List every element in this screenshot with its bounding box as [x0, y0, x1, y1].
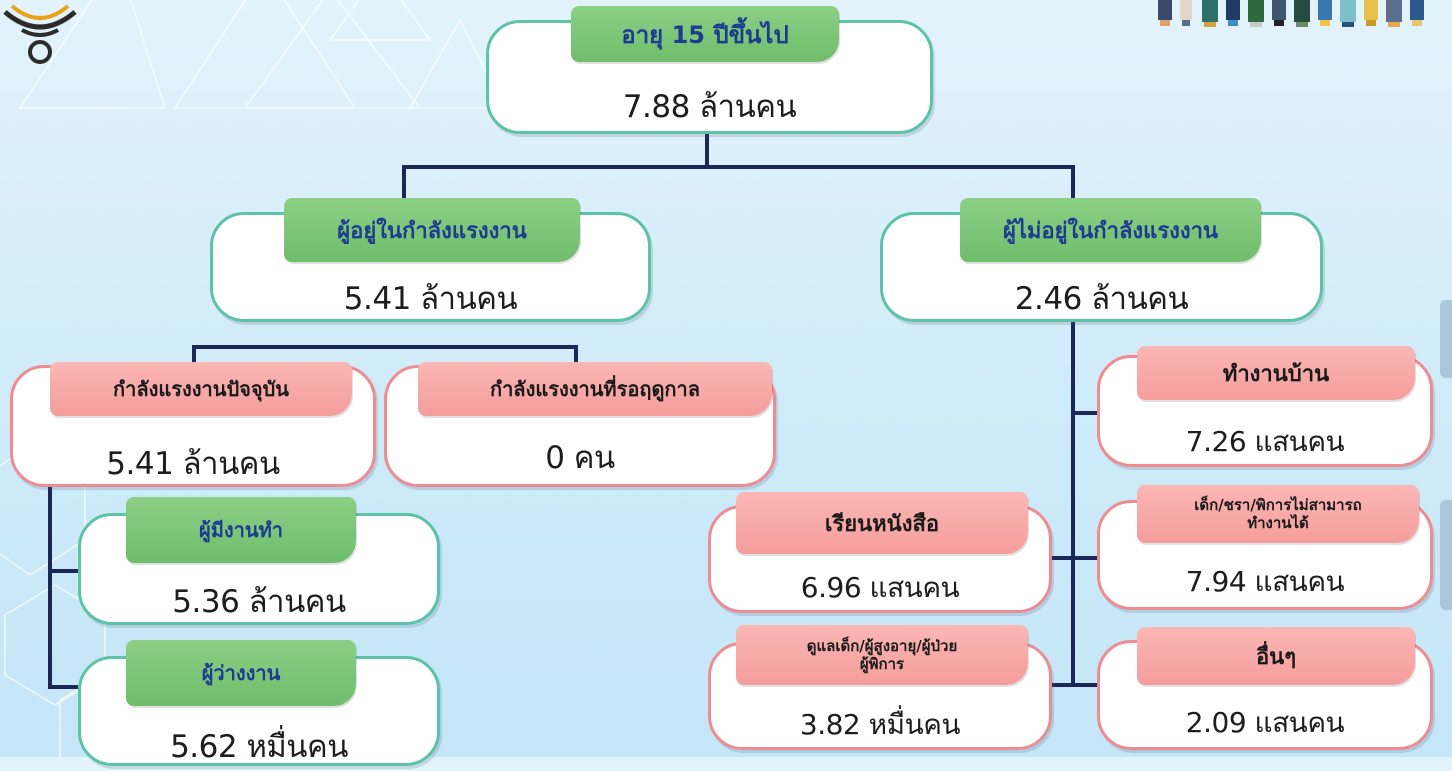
employed-label: ผู้มีงานทำ [126, 497, 356, 563]
unemployed-label: ผู้ว่างงาน [126, 640, 356, 706]
edge-tab [1440, 300, 1452, 378]
unable-to-work-label-line1: เด็ก/ชรา/พิการไม่สามารถ [1194, 496, 1362, 514]
not-in-labor-force-label: ผู้ไม่อยู่ในกำลังแรงงาน [960, 198, 1261, 262]
workers-illustration-icon [1158, 0, 1424, 27]
in-labor-force-label: ผู้อยู่ในกำลังแรงงาน [284, 198, 580, 262]
studying-value: 6.96 แสนคน [800, 571, 960, 604]
connector-line [48, 685, 78, 689]
seasonal-labor-force-value: 0 คน [545, 440, 615, 476]
unable-to-work-label-line2: ทำงานได้ [1247, 514, 1309, 532]
current-labor-force-label: กำลังแรงงานปัจจุบัน [50, 362, 352, 416]
seasonal-labor-force-label: กำลังแรงงานที่รอฤดูกาล [418, 362, 772, 416]
connector-line [1071, 411, 1097, 415]
edge-tab [1440, 500, 1452, 610]
root-label: อายุ 15 ปีขึ้นไป [571, 6, 839, 62]
connector-line [402, 165, 406, 201]
connector-line [1052, 683, 1097, 687]
not-in-labor-force-value: 2.46 ล้านคน [1014, 281, 1189, 317]
connector-line [402, 165, 1075, 169]
current-labor-force-value: 5.41 ล้านคน [106, 446, 280, 482]
root-value: 7.88 ล้านคน [622, 89, 797, 125]
housework-label: ทำงานบ้าน [1137, 346, 1415, 400]
caregiving-label-line1: ดูแลเด็ก/ผู้สูงอายุ/ผู้ป่วย [806, 637, 958, 655]
caregiving-value: 3.82 หมื่นคน [799, 708, 961, 741]
connector-line [1052, 556, 1097, 560]
logo-icon [3, 4, 77, 64]
others-label: อื่นๆ [1137, 627, 1415, 685]
studying-label: เรียนหนังสือ [736, 492, 1028, 554]
unable-to-work-value: 7.94 แสนคน [1185, 565, 1345, 598]
others-value: 2.09 แสนคน [1185, 706, 1345, 739]
unable-to-work-label: เด็ก/ชรา/พิการไม่สามารถ ทำงานได้ [1137, 485, 1419, 543]
connector-line [574, 345, 578, 365]
caregiving-label: ดูแลเด็ก/ผู้สูงอายุ/ผู้ป่วย ผู้พิการ [736, 625, 1028, 685]
caregiving-label-line2: ผู้พิการ [859, 655, 905, 673]
connector-line [1071, 165, 1075, 201]
connector-line [192, 345, 196, 365]
connector-line [192, 345, 578, 349]
connector-line [705, 134, 709, 167]
connector-line [48, 487, 52, 689]
in-labor-force-value: 5.41 ล้านคน [343, 281, 518, 317]
connector-line [48, 569, 78, 573]
housework-value: 7.26 แสนคน [1185, 425, 1345, 458]
unemployed-value: 5.62 หมื่นคน [170, 729, 348, 765]
connector-line [1071, 322, 1075, 687]
employed-value: 5.36 ล้านคน [172, 584, 346, 620]
